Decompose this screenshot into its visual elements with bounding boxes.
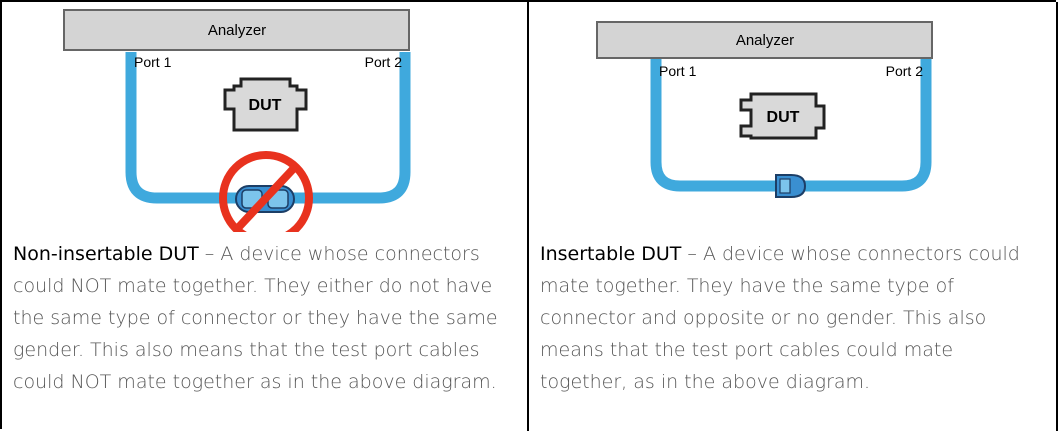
- caption-text: – A device whose connectors could mate t…: [540, 243, 1020, 393]
- mated-connector: [775, 174, 807, 198]
- analyzer-label: Analyzer: [208, 22, 266, 39]
- dut-label: DUT: [249, 97, 282, 114]
- insertable-cell: Analyzer Port 1 Port 2 DUT Insertable DU…: [529, 2, 1058, 431]
- dut-device: DUT: [223, 77, 308, 132]
- dut-label: DUT: [767, 109, 800, 126]
- caption-text: – A device whose connectors could NOT ma…: [13, 243, 498, 393]
- dut-device: DUT: [739, 92, 826, 140]
- port-1-label: Port 1: [134, 54, 172, 70]
- analyzer-label: Analyzer: [736, 32, 794, 49]
- port-2-label: Port 2: [365, 54, 403, 70]
- prohibited-icon: [219, 151, 313, 232]
- non-insertable-caption: Non-insertable DUT – A device whose conn…: [13, 238, 518, 398]
- port-1-label: Port 1: [659, 63, 697, 79]
- analyzer-box: [63, 9, 410, 51]
- caption-term: Insertable DUT: [540, 243, 682, 265]
- caption-term: Non-insertable DUT: [13, 243, 199, 265]
- non-insertable-diagram: Analyzer Port 1 Port 2 DUT: [63, 9, 411, 232]
- analyzer-box: [596, 21, 933, 59]
- insertable-caption: Insertable DUT – A device whose connecto…: [540, 238, 1040, 398]
- port-2-label: Port 2: [886, 63, 924, 79]
- non-insertable-cell: Analyzer Port 1 Port 2 DUT Non-insertabl…: [2, 2, 529, 431]
- insertable-diagram: Analyzer Port 1 Port 2 DUT: [596, 21, 933, 198]
